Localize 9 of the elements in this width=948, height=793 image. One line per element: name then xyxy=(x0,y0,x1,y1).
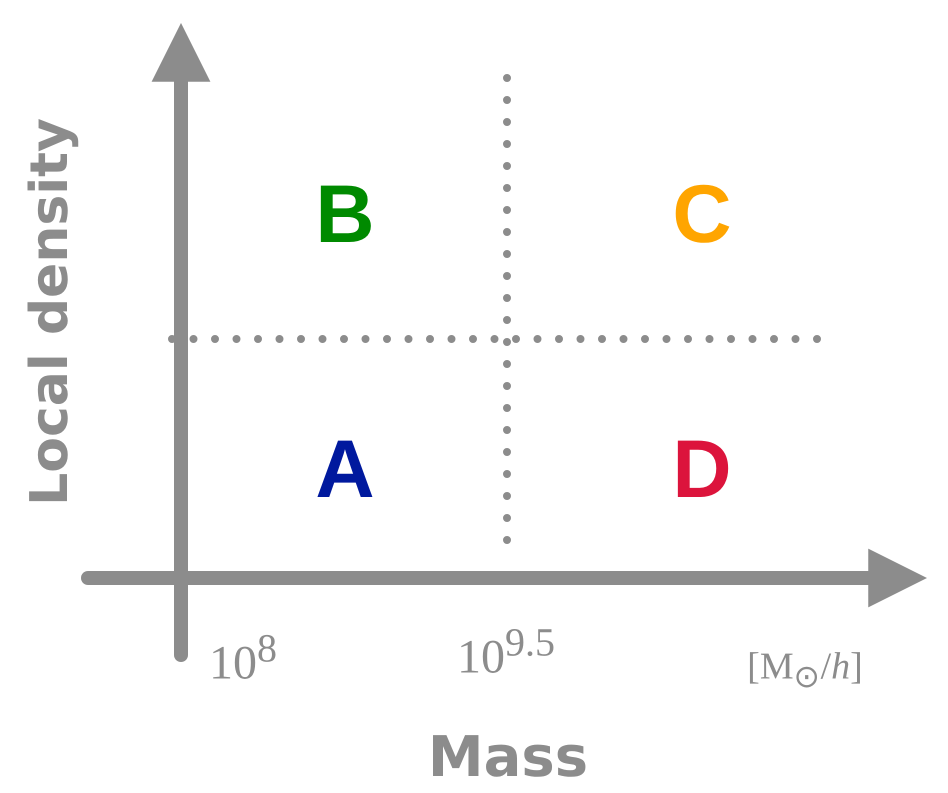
axis-title: Local density xyxy=(24,118,76,506)
quadrant-letter: C xyxy=(672,174,732,256)
quadrant-letter: A xyxy=(315,429,375,511)
unit-label: [M$_{⊙}$/h] xyxy=(747,647,863,693)
axis-title: Mass xyxy=(428,730,588,786)
quadrant-letter: B xyxy=(315,174,375,256)
tick-label: 10$^{9.5}$ xyxy=(457,622,555,682)
tick-label: 10$^{8}$ xyxy=(209,628,277,688)
quadrant-letter: D xyxy=(672,429,732,511)
